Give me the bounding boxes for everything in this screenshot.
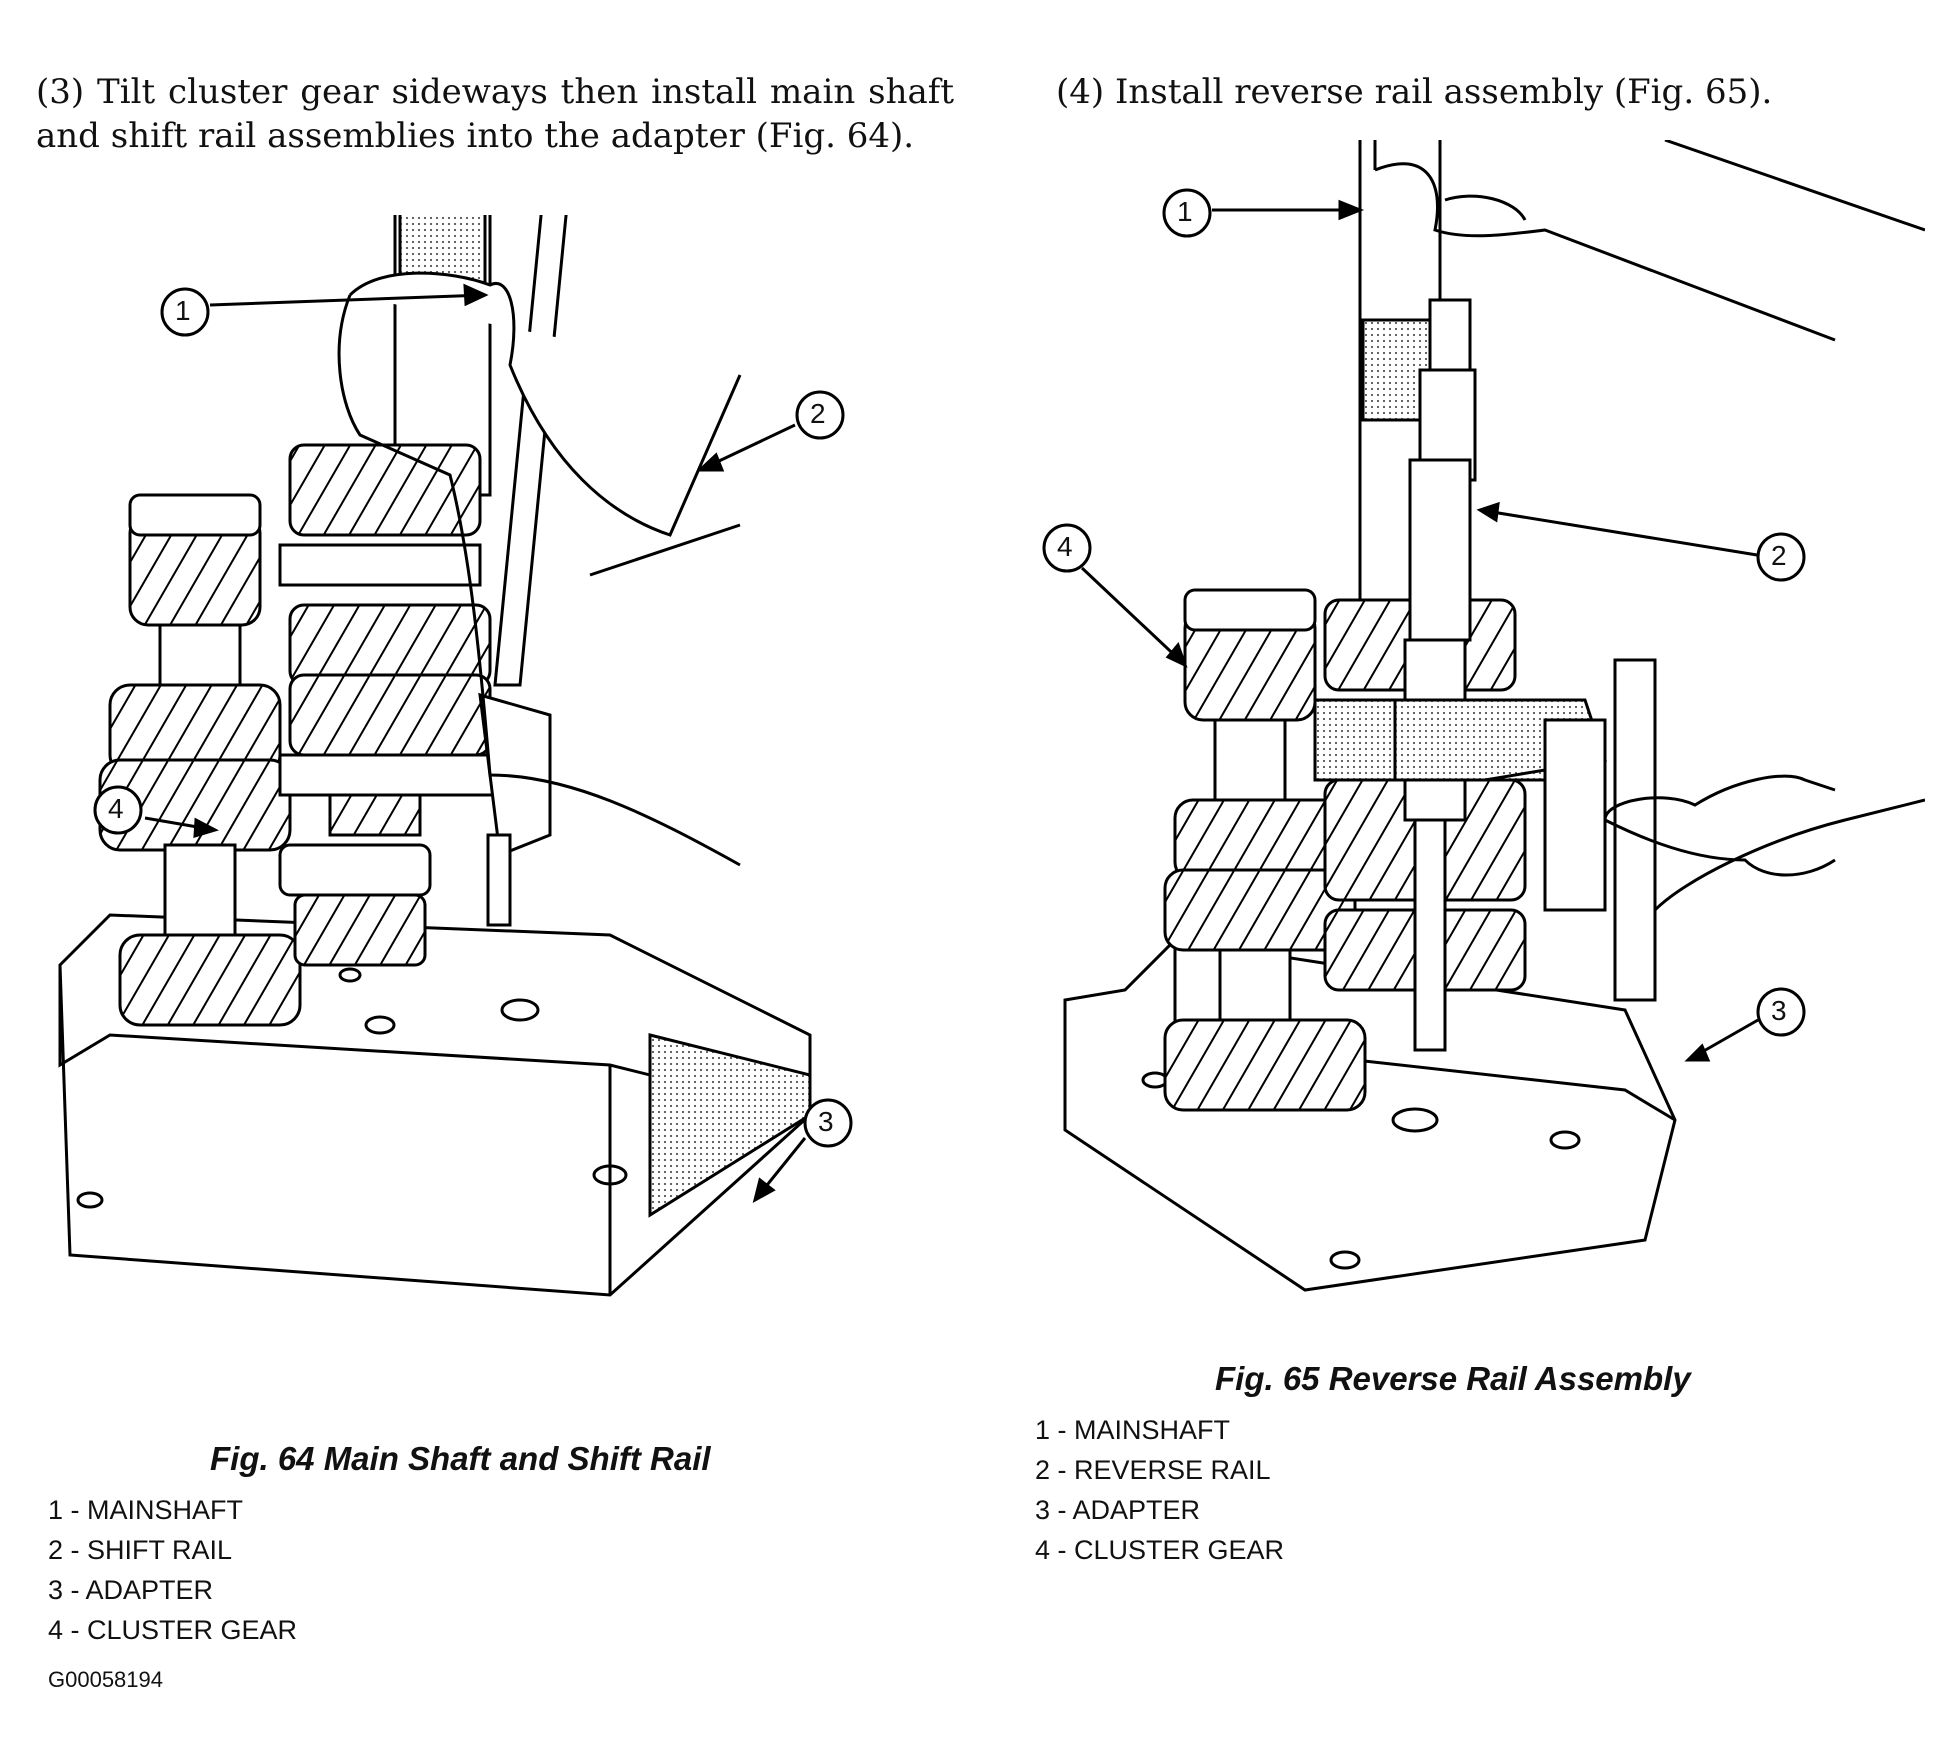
- fig65-legend-item: 4 - CLUSTER GEAR: [1035, 1535, 1285, 1565]
- fig65-hands: [1373, 140, 1925, 912]
- fig64-callout-2: 2: [810, 398, 826, 429]
- fig65-reverse-rail: [1393, 298, 1657, 1052]
- fig65-callout-2: 2: [1771, 540, 1787, 571]
- fig64-callout-3: 3: [818, 1106, 834, 1137]
- fig64-hand: [337, 271, 742, 867]
- fig65-callout-3-marker: [1684, 987, 1806, 1062]
- fig64-legend-item: 2 - SHIFT RAIL: [48, 1535, 233, 1565]
- fig64-callout-4-marker: [93, 785, 219, 839]
- step-4-instruction: (4) Install reverse rail assembly (Fig. …: [1056, 72, 1773, 112]
- fig65-callout-4-marker: [1042, 523, 1188, 668]
- fig65-legend: 1 - MAINSHAFT 2 - REVERSE RAIL 3 - ADAPT…: [1035, 1410, 1284, 1570]
- fig64-legend-item: 4 - CLUSTER GEAR: [48, 1615, 298, 1645]
- fig65-callout-4: 4: [1057, 531, 1073, 562]
- fig65-cluster-gear: [1163, 588, 1367, 1112]
- step-3-instruction: (3) Tilt cluster gear sideways then inst…: [36, 72, 954, 156]
- fig64-legend-item: 3 - ADAPTER: [48, 1575, 214, 1605]
- fig65-callout-3: 3: [1771, 995, 1787, 1026]
- fig64-callout-3-marker: [752, 1098, 853, 1203]
- fig64-cluster-gear: [98, 493, 302, 1027]
- fig65-callout-1: 1: [1177, 196, 1193, 227]
- reference-code: G00058194: [48, 1667, 163, 1692]
- fig65-caption: Fig. 65 Reverse Rail Assembly: [1215, 1360, 1691, 1397]
- fig64-shift-rail: [478, 215, 568, 927]
- fig65-legend-item: 2 - REVERSE RAIL: [1035, 1455, 1271, 1485]
- fig65-callout-1-marker: [1162, 188, 1365, 238]
- fig64-caption: Fig. 64 Main Shaft and Shift Rail: [210, 1440, 711, 1477]
- fig64-callout-2-marker: [696, 390, 845, 472]
- fig64-callout-4: 4: [108, 793, 124, 824]
- fig64-illustration: [50, 215, 950, 1395]
- fig65-illustration: [1045, 140, 1925, 1330]
- fig64-mainshaft-stack: [278, 215, 502, 967]
- fig65-callout-2-marker: [1476, 501, 1806, 582]
- fig65-legend-item: 3 - ADAPTER: [1035, 1495, 1201, 1525]
- fig64-legend-item: 1 - MAINSHAFT: [48, 1495, 244, 1525]
- fig64-callout-1-marker: [160, 283, 489, 337]
- fig64-legend: 1 - MAINSHAFT 2 - SHIFT RAIL 3 - ADAPTER…: [48, 1490, 297, 1650]
- fig64-callout-1: 1: [175, 295, 191, 326]
- fig65-legend-item: 1 - MAINSHAFT: [1035, 1415, 1231, 1445]
